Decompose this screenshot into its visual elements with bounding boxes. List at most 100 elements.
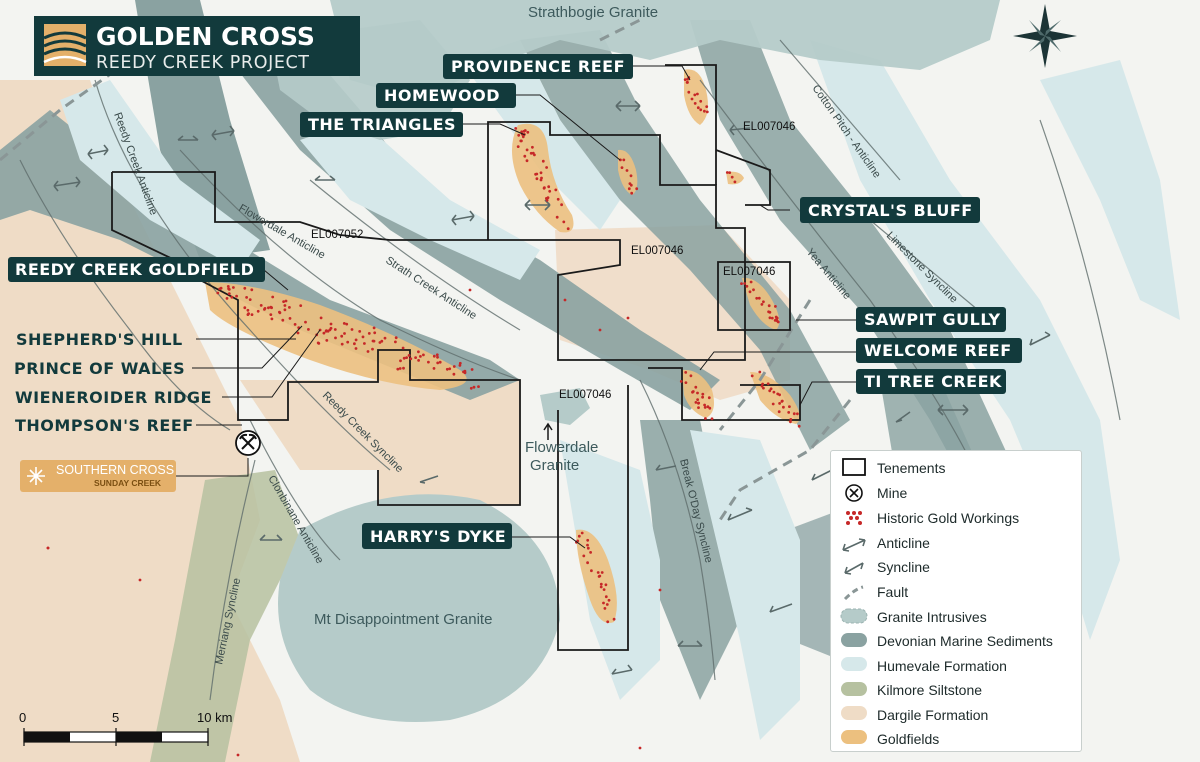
- gold-working-dot: [396, 367, 400, 371]
- mine-icon[interactable]: [235, 430, 261, 456]
- gold-working-dot: [598, 328, 602, 332]
- title-bg: [34, 16, 360, 76]
- label-wieneroider-ridge[interactable]: WIENEROIDER RIDGE: [15, 388, 212, 407]
- gold-working-dot: [728, 171, 732, 175]
- gold-working-dot: [745, 284, 749, 288]
- gold-working-dot: [599, 582, 603, 586]
- scale-tick-10: 10 km: [197, 710, 232, 725]
- legend-label: Mine: [877, 485, 908, 501]
- leader-lines: [176, 65, 858, 549]
- gold-working-dot: [367, 332, 371, 335]
- gold-working-dot: [705, 110, 709, 114]
- label-harrys-dyke[interactable]: HARRY'S DYKE: [362, 523, 512, 549]
- southern-cross-badge[interactable]: SOUTHERN CROSS SUNDAY CREEK: [20, 460, 176, 492]
- gold-working-dot: [468, 288, 472, 292]
- label-prince-of-wales[interactable]: PRINCE OF WALES: [14, 359, 185, 378]
- gold-working-dot: [684, 371, 688, 374]
- tenement-south: [557, 385, 629, 651]
- label-shepherds-hill[interactable]: SHEPHERD'S HILL: [16, 330, 183, 349]
- gold-working-dot: [269, 305, 273, 309]
- gold-working-dot: [598, 574, 602, 578]
- gold-working-dot: [560, 203, 563, 207]
- gold-working-dot: [256, 309, 260, 313]
- label-welcome-reef[interactable]: WELCOME REEF: [856, 338, 1022, 363]
- gold-working-dot: [760, 384, 764, 388]
- gold-working-dot: [590, 569, 593, 573]
- gold-working-dot: [761, 382, 764, 386]
- label-ti-tree-creek[interactable]: TI TREE CREEK: [856, 369, 1006, 394]
- label-text: CRYSTAL'S BLUFF: [808, 201, 973, 220]
- gold-working-dot: [683, 78, 687, 81]
- label-the-triangles[interactable]: THE TRIANGLES: [300, 112, 463, 137]
- gold-working-dot: [701, 395, 704, 399]
- label-providence-reef[interactable]: PROVIDENCE REEF: [443, 54, 633, 79]
- flowerdale-pointer: [543, 422, 553, 440]
- gold-working-dot: [694, 385, 698, 389]
- title-main: GOLDEN CROSS: [96, 22, 315, 51]
- label-text: HARRY'S DYKE: [370, 527, 506, 546]
- fault-north: [599, 18, 641, 42]
- label-homewood[interactable]: HOMEWOOD: [376, 83, 516, 108]
- gold-working-dot: [782, 405, 785, 409]
- leader-reedy: [263, 269, 289, 291]
- legend-canvas: Tenements Mine Historic Gold Workings An…: [840, 458, 1053, 747]
- label-crystals-bluff[interactable]: CRYSTAL'S BLUFF: [800, 197, 980, 223]
- gold-working-dot: [353, 342, 356, 346]
- gold-working-dot: [293, 323, 297, 326]
- leader-providence: [632, 65, 691, 81]
- gold-working-dot: [236, 753, 240, 757]
- gold-working-dot: [638, 746, 642, 750]
- label-thompsons-reef[interactable]: THOMPSON'S REEF: [15, 416, 194, 435]
- gold-working-dot: [701, 392, 705, 396]
- gold-working-dot: [422, 353, 425, 357]
- legend-label: Anticline: [877, 535, 930, 551]
- fault-east: [718, 299, 812, 431]
- gold-working-dot: [556, 197, 560, 201]
- gold-working-dot: [383, 336, 387, 340]
- gold-working-dot: [757, 296, 761, 300]
- gold-working-dot: [283, 304, 287, 307]
- gold-working-dot: [797, 424, 801, 428]
- gold-working-dot: [288, 317, 292, 320]
- line-flowerdale-anticline: [179, 149, 521, 381]
- gold-working-dot: [788, 405, 791, 408]
- gold-working-dot: [554, 188, 558, 192]
- tenement-label-el-west: EL007052: [311, 229, 363, 241]
- gold-working-dot: [545, 198, 549, 202]
- gold-working-dot: [366, 350, 370, 353]
- legend-icons: [840, 458, 868, 744]
- gold-working-dot: [361, 335, 365, 339]
- gold-working-dot: [227, 292, 231, 296]
- leader-ti-tree: [799, 381, 858, 406]
- gold-working-dot: [435, 353, 439, 357]
- gold-working-dot: [250, 288, 254, 292]
- gold-working-dot: [706, 405, 710, 409]
- gold-working-dot: [299, 304, 303, 307]
- leader-welcome: [699, 351, 858, 371]
- granite-flowerdale: [540, 388, 590, 425]
- label-reedy-creek-goldfield[interactable]: REEDY CREEK GOLDFIELD: [8, 257, 265, 282]
- gold-working-dot: [340, 342, 344, 346]
- syncline-arrow: [177, 135, 199, 141]
- gold-working-dot: [694, 401, 698, 404]
- gold-working-dot: [243, 286, 247, 290]
- gold-working-dot: [577, 534, 581, 538]
- anticline-arrow: [1029, 331, 1051, 346]
- granite-label-flowerdale: Flowerdale: [525, 439, 598, 456]
- leader-prince: [192, 325, 303, 369]
- gold-working-dot: [768, 310, 772, 314]
- gold-working-dot: [625, 169, 629, 172]
- line-reedy-creek-anticline: [94, 79, 391, 471]
- gold-working-dot: [762, 300, 765, 304]
- star-icon: [27, 467, 45, 485]
- gold-working-dot: [407, 354, 411, 357]
- leader-triangles: [462, 123, 526, 136]
- gold-working-dot: [399, 359, 402, 363]
- label-sawpit-gully[interactable]: SAWPIT GULLY: [856, 307, 1006, 332]
- tenement-label-el-box: EL007046: [723, 266, 775, 278]
- swatch-granite: [840, 608, 868, 624]
- gold-working-dot: [533, 153, 536, 157]
- gold-working-dot: [523, 154, 527, 158]
- gold-working-dot: [432, 367, 436, 370]
